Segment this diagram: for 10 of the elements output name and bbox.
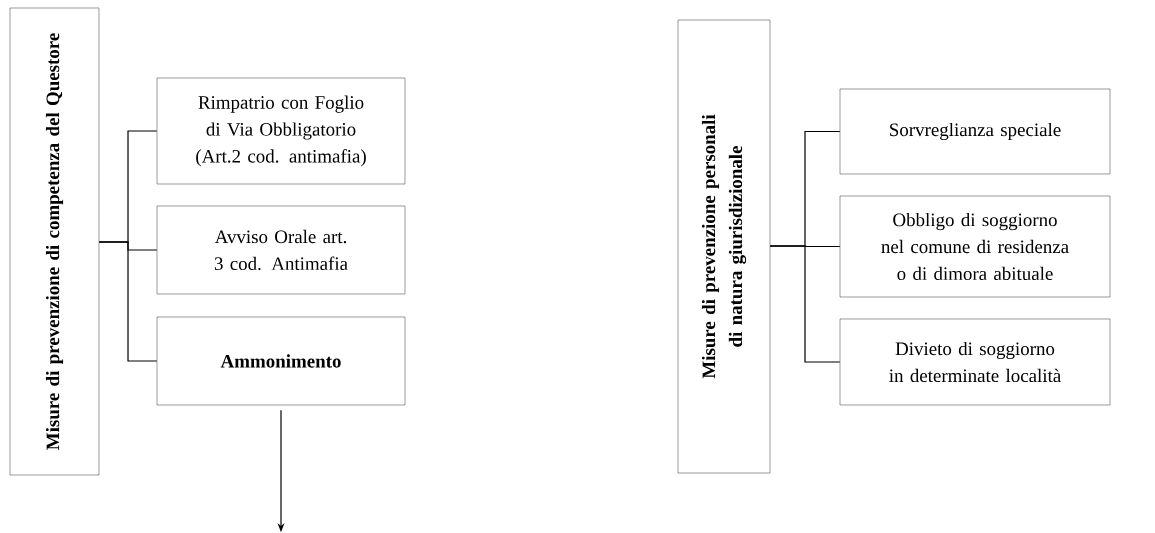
connector-line <box>98 241 158 362</box>
measure-box: Sorvreglianza speciale <box>839 88 1111 175</box>
heading-box: Misure di prevenzione di competenza del Questore <box>9 7 100 476</box>
heading-box: Misure di prevenzione personali di natura giurisdizionale <box>677 19 771 474</box>
measure-box: Obbligo di soggiorno nel comune di residenza o di dimora abituale <box>839 195 1111 298</box>
measure-box: Divieto di soggiorno in determinate località <box>839 318 1111 406</box>
connector-line <box>769 245 841 363</box>
measure-box: Avviso Orale art. 3 cod. Antimafia <box>156 205 406 295</box>
measure-box: Rimpatrio con Foglio di Via Obbligatorio (Art.2 cod. antimafia) <box>156 77 406 185</box>
measure-box: Ammonimento <box>156 316 406 406</box>
